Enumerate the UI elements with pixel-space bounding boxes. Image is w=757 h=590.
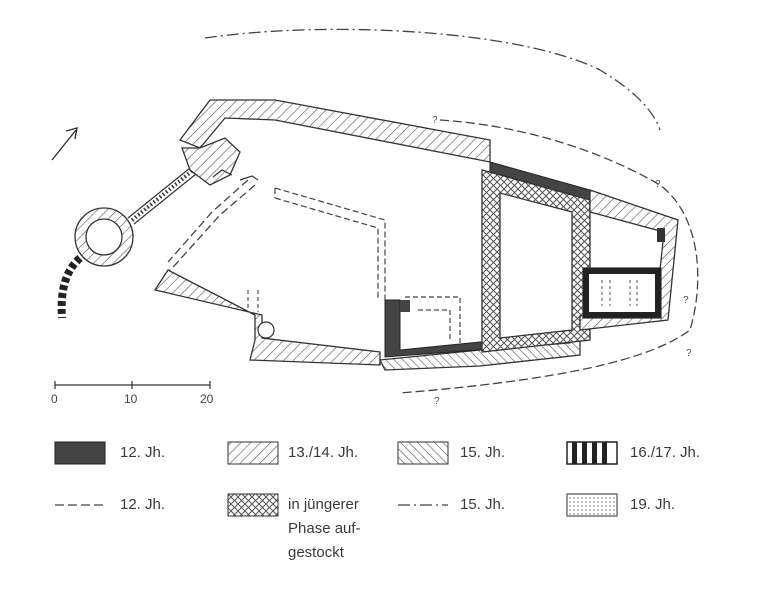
curved-wall-16-17 xyxy=(57,254,83,319)
legend-swatch-15 xyxy=(397,441,449,465)
gate-tower xyxy=(181,137,241,186)
round-tower-interior xyxy=(85,218,123,256)
scale-label-20: 20 xyxy=(200,392,214,406)
legend-label-later-cross-line1: in jüngerer xyxy=(288,496,359,513)
question-mark-5: ? xyxy=(434,396,440,407)
question-mark-4: ? xyxy=(686,348,692,359)
north-arrow-icon xyxy=(51,127,78,161)
well xyxy=(257,321,275,339)
legend-swatch-19-dots xyxy=(566,493,618,517)
scale-label-0: 0 xyxy=(51,392,58,406)
legend-label-12-solid: 12. Jh. xyxy=(120,444,166,461)
gate-passage xyxy=(212,169,259,181)
question-mark-3: ? xyxy=(683,295,689,306)
legend-swatch-16-17 xyxy=(566,441,618,465)
legend-label-12-dashed: 12. Jh. xyxy=(120,496,166,513)
inner-dashed-building xyxy=(274,187,386,300)
outer-dashed-ring xyxy=(399,119,699,394)
legend-label-15: 15. Jh. xyxy=(460,444,506,461)
legend-swatch-later-cross xyxy=(227,493,279,517)
question-mark-1: ? xyxy=(432,115,438,126)
legend-label-15-dashdot: 15. Jh. xyxy=(460,496,506,513)
bridge-hatch xyxy=(127,167,197,225)
wall-east-13-14 xyxy=(579,189,679,331)
inner-dashed-room xyxy=(405,296,461,345)
legend-label-later-cross-line3: gestockt xyxy=(288,544,344,561)
legend-label-13-14: 13./14. Jh. xyxy=(288,444,359,461)
question-mark-2: ? xyxy=(655,179,661,190)
wall-southwest-13-14 xyxy=(153,269,381,366)
legend-label-later-cross-line2: Phase auf- xyxy=(288,520,361,537)
west-dashed-wall xyxy=(164,184,256,276)
bridge-dots xyxy=(129,169,194,223)
legend-swatch-12-solid xyxy=(54,441,106,465)
legend-swatch-13-14 xyxy=(227,441,279,465)
scale-bar xyxy=(54,381,211,389)
legend-label-16-17: 16./17. Jh. xyxy=(630,444,701,461)
legend-label-19-dots: 19. Jh. xyxy=(630,496,676,513)
keep-crosshatch xyxy=(481,169,591,353)
scale-label-10: 10 xyxy=(124,392,138,406)
outer-dashdot-wall xyxy=(204,28,661,131)
building-16-17 xyxy=(582,267,662,319)
